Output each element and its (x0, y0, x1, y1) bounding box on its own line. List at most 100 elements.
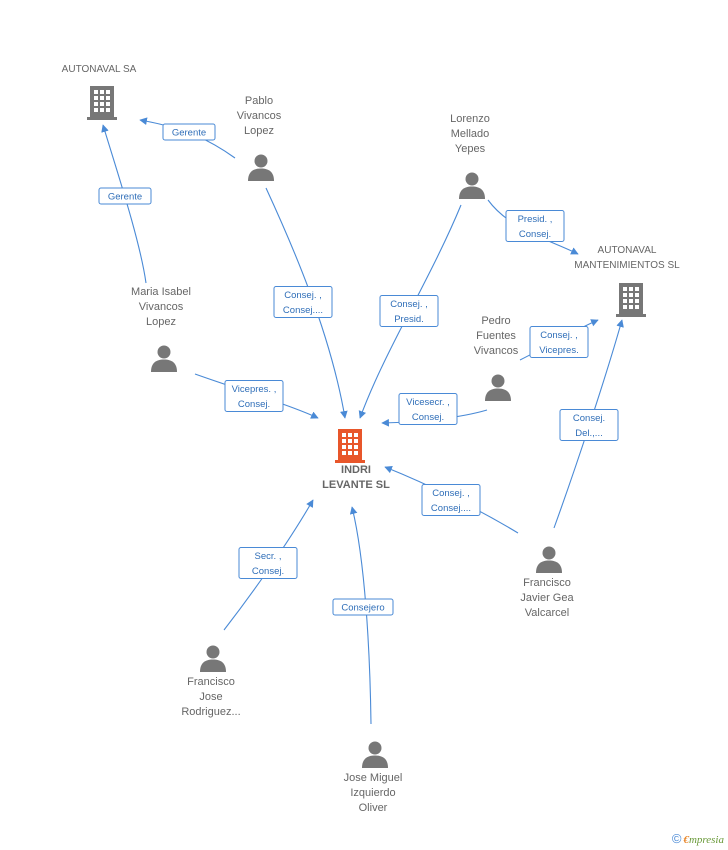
relation-label-text: Consej. (573, 413, 605, 424)
relation-label-text: Secr. , (255, 551, 282, 562)
relation-label[interactable]: Consej. , Presid. (379, 295, 439, 327)
node-label: Fuentes (476, 330, 516, 342)
relation-label-box (559, 409, 619, 441)
node-label: LEVANTE SL (322, 479, 390, 491)
node-label: AUTONAVAL SA (62, 64, 137, 75)
relation-label-box (224, 380, 284, 412)
brand-logo: €mpresia (683, 834, 724, 846)
edge-pedro-to-indri: Vicesecr. , Consej. (381, 393, 488, 427)
node-label: Francisco (187, 676, 235, 688)
person-icon (459, 172, 485, 199)
node-label: Mellado (451, 128, 490, 140)
relation-label-box (398, 393, 458, 425)
relation-label-text: Consej. , (540, 330, 578, 341)
relation-label-text: Consej. (412, 412, 444, 423)
edge-maria-to-autonaval: Gerente (98, 124, 152, 284)
edge-lorenzo-to-autonaval_mant: Presid. , Consej. (487, 199, 579, 255)
relation-label[interactable]: Consej. ,Consej.... (421, 484, 481, 516)
node-label: Izquierdo (350, 787, 395, 799)
relation-label-text: Presid. , (518, 214, 553, 225)
edge-pedro-to-autonaval_mant: Consej. , Vicepres. (519, 319, 599, 361)
relation-label-text: Vicepres. (539, 345, 578, 356)
edge-jose-to-indri: Consejero (332, 506, 394, 725)
relation-label-box (505, 210, 565, 242)
relation-label-box (421, 484, 481, 516)
node-francisco-rod[interactable]: FranciscoJoseRodriguez... (181, 645, 241, 719)
relation-label-box (332, 598, 394, 616)
relation-label-box (238, 547, 298, 579)
edge-pablo-to-autonaval: Gerente (139, 117, 236, 159)
person-icon (362, 741, 388, 768)
relation-label-box (98, 187, 152, 205)
relation-label-text: Del.,... (575, 428, 602, 439)
node-label: Jose (199, 691, 222, 703)
relation-label-box (529, 326, 589, 358)
relation-label-text: Consej. , (284, 290, 322, 301)
relation-label-text: Consej. , (390, 299, 428, 310)
edge-francisco_rod-to-indri: Secr. ,Consej. (223, 499, 314, 631)
edge-lorenzo-to-indri: Consej. , Presid. (358, 204, 462, 419)
relation-label-text: Vicepres. , (232, 384, 277, 395)
person-icon (151, 345, 177, 372)
person-icon (200, 645, 226, 672)
edge-pablo-to-indri: Consej. ,Consej.... (265, 187, 348, 419)
node-label: Francisco (523, 577, 571, 589)
relation-label[interactable]: Gerente (162, 123, 216, 141)
building-icon (616, 283, 646, 317)
edge-francisco_gea-to-autonaval_mant: Consej. Del.,... (553, 319, 624, 529)
relation-label[interactable]: Vicesecr. , Consej. (398, 393, 458, 425)
node-label: Jose Miguel (344, 772, 403, 784)
relation-label[interactable]: Consejero (332, 598, 394, 616)
node-label: Pedro (481, 315, 510, 327)
relation-label-text: Gerente (172, 128, 206, 139)
node-label: Vivancos (237, 110, 282, 122)
node-label: MANTENIMIENTOS SL (574, 260, 680, 271)
node-label: Javier Gea (520, 592, 574, 604)
relation-label[interactable]: Consej. ,Consej.... (273, 286, 333, 318)
relation-label[interactable]: Vicepres. , Consej. (224, 380, 284, 412)
relation-label[interactable]: Consej. , Vicepres. (529, 326, 589, 358)
node-label: Yepes (455, 143, 486, 155)
person-icon (485, 374, 511, 401)
relation-label-text: Consej.... (431, 503, 471, 514)
relation-label[interactable]: Gerente (98, 187, 152, 205)
footer-brand: ©€mpresia (672, 831, 724, 846)
edge-maria-to-indri: Vicepres. , Consej. (194, 373, 319, 419)
node-label: Lopez (146, 316, 176, 328)
node-autonaval-mant[interactable]: AUTONAVAL MANTENIMIENTOS SL (574, 245, 680, 317)
node-label: INDRI (341, 464, 371, 476)
node-label: Maria Isabel (131, 286, 191, 298)
person-icon (536, 546, 562, 573)
person-icon (248, 154, 274, 181)
relation-label-text: Presid. (394, 314, 424, 325)
relation-label-box (379, 295, 439, 327)
node-label: Lorenzo (450, 113, 490, 125)
node-label: Pablo (245, 95, 273, 107)
relation-label-text: Consej. (238, 399, 270, 410)
node-indri[interactable]: INDRI LEVANTE SL (322, 429, 390, 491)
node-label: AUTONAVAL (598, 245, 657, 256)
relation-label[interactable]: Consej. Del.,... (559, 409, 619, 441)
nodes-layer: AUTONAVAL SA AUTONAVAL MANTENIMIENTOS SL IN… (62, 64, 680, 814)
building-icon (335, 429, 365, 463)
relation-label-text: Consej. (519, 229, 551, 240)
node-label: Vivancos (139, 301, 184, 313)
relation-label[interactable]: Presid. , Consej. (505, 210, 565, 242)
node-label: Rodriguez... (181, 706, 240, 718)
relation-label-box (273, 286, 333, 318)
relation-label-text: Consejero (341, 603, 384, 614)
relation-label-box (162, 123, 216, 141)
building-icon (87, 86, 117, 120)
node-label: Lopez (244, 125, 274, 137)
relation-label-text: Vicesecr. , (406, 397, 450, 408)
relation-label[interactable]: Secr. ,Consej. (238, 547, 298, 579)
node-autonaval[interactable]: AUTONAVAL SA (62, 64, 137, 120)
